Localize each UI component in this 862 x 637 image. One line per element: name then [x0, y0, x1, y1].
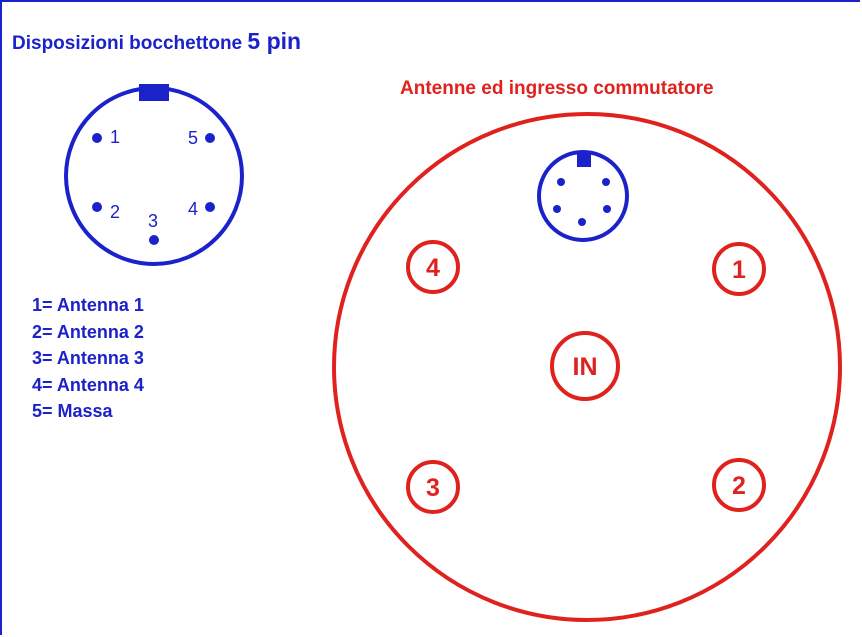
- pin-label-1: 1: [110, 127, 120, 147]
- legend-item: 2= Antenna 2: [32, 321, 144, 342]
- port-2-label: 2: [732, 472, 746, 500]
- port-4-ring: [406, 240, 460, 294]
- switch-title: Antenne ed ingresso commutatore: [400, 78, 714, 99]
- legend-item: 1= Antenna 1: [32, 295, 144, 315]
- title-pin-count: 5 pin: [247, 28, 302, 54]
- pin-label-3: 3: [148, 211, 158, 231]
- mini-connector-key: [577, 153, 591, 167]
- pin-dot-1: [92, 133, 102, 143]
- port-1-ring: [712, 242, 766, 296]
- port-1-label: 1: [732, 256, 746, 284]
- port-in-label: IN: [573, 353, 598, 381]
- mini-pin-dot: [553, 205, 561, 213]
- pin-dot-4: [205, 202, 215, 212]
- mini-pin-dot: [557, 178, 565, 186]
- pin-label-5: 5: [188, 128, 198, 148]
- connector-key-notch: [139, 84, 169, 101]
- mini-pin-dot: [578, 218, 586, 226]
- title-text: Disposizioni bocchettone: [12, 33, 243, 54]
- page-title: Disposizioni bocchettone 5 pin: [12, 28, 301, 55]
- pin-label-2: 2: [110, 202, 120, 222]
- legend-item: 5= Massa: [32, 401, 113, 421]
- port-3-label: 3: [426, 474, 440, 502]
- mini-connector: [537, 150, 629, 242]
- pin-dot-2: [92, 202, 102, 212]
- pin-dot-3: [149, 235, 159, 245]
- switch-outline: [332, 112, 842, 622]
- port-4-label: 4: [426, 254, 440, 282]
- port-in-ring: [550, 331, 620, 401]
- antenna-switch: 4 1 IN 3 2: [332, 112, 842, 622]
- mini-pin-dot: [602, 178, 610, 186]
- five-pin-connector: 1 5 2 4 3: [64, 84, 244, 266]
- legend-item: 3= Antenna 3: [32, 348, 144, 368]
- port-2-ring: [712, 458, 766, 512]
- mini-connector-outline: [537, 150, 629, 242]
- legend-item: 4= Antenna 4: [32, 374, 144, 395]
- port-3-ring: [406, 460, 460, 514]
- pin-label-4: 4: [188, 199, 198, 219]
- pin-legend: 1= Antenna 1 2= Antenna 2 3= Antenna 3 4…: [32, 292, 144, 425]
- pin-dot-5: [205, 133, 215, 143]
- mini-pin-dot: [603, 205, 611, 213]
